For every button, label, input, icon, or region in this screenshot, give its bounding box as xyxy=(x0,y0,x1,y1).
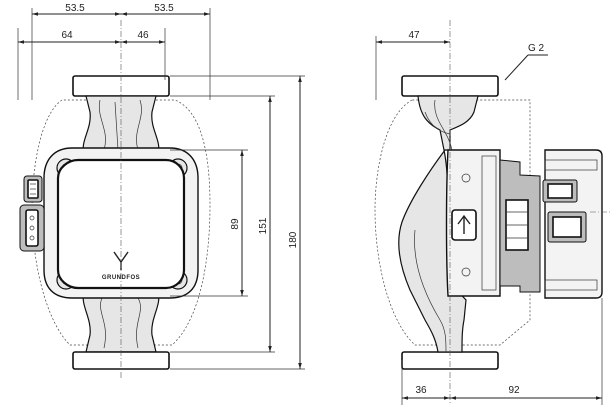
front-connector-lower xyxy=(19,204,45,252)
dim-64: 64 xyxy=(61,30,73,41)
front-view: GRUNDFOS 53.5 53.5 64 46 xyxy=(17,3,305,380)
dim-47: 47 xyxy=(408,30,420,41)
thread-leader xyxy=(504,54,529,81)
dim-53-5-right: 53.5 xyxy=(154,3,174,14)
dim-46: 46 xyxy=(137,30,149,41)
flow-arrow-icon xyxy=(457,214,471,234)
thread-label: G 2 xyxy=(528,43,545,54)
dim-89: 89 xyxy=(230,218,241,230)
side-envelope-outline xyxy=(374,99,531,346)
dim-180: 180 xyxy=(288,231,299,248)
side-view: 47 G 2 36 92 xyxy=(374,20,612,405)
dim-53-5-left: 53.5 xyxy=(65,3,85,14)
dim-151: 151 xyxy=(258,217,269,234)
dim-36: 36 xyxy=(415,385,427,396)
front-connector-upper xyxy=(23,175,43,203)
dim-92: 92 xyxy=(508,385,520,396)
